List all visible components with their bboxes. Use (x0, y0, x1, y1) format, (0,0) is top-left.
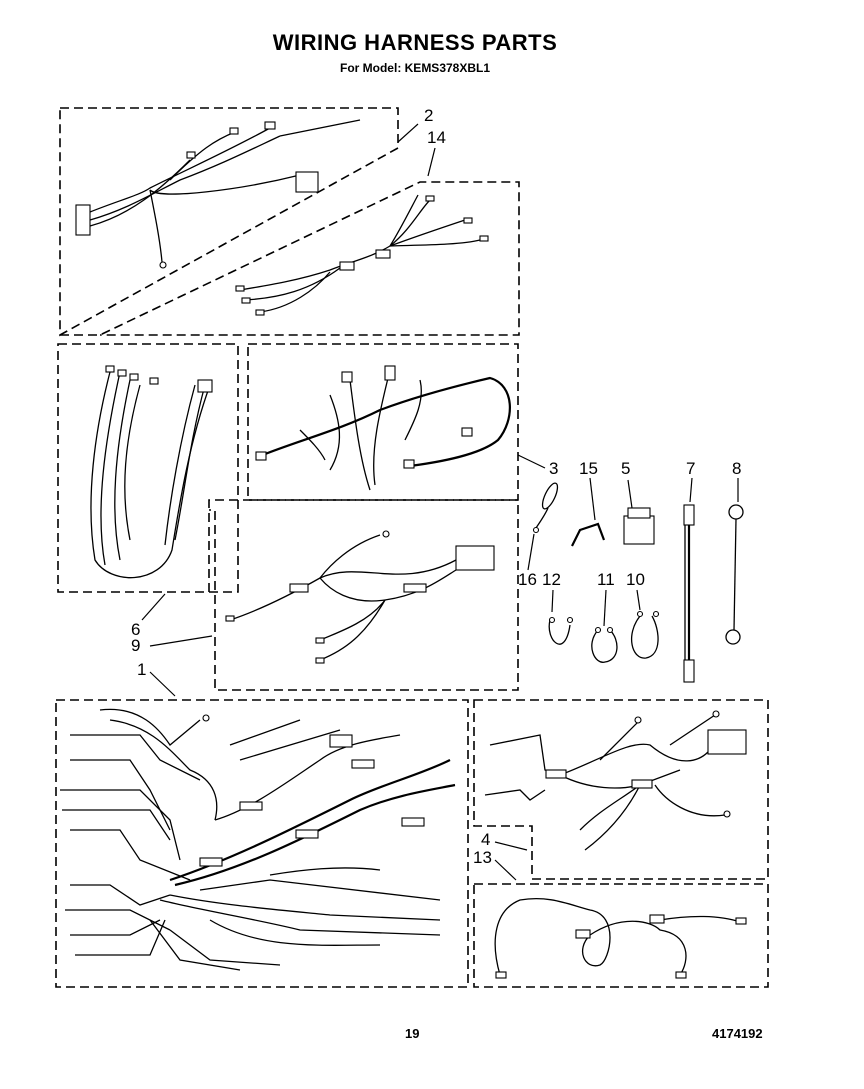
callout-9: 9 (131, 636, 141, 655)
callout-16: 16 (518, 570, 537, 589)
box-harness-13 (473, 883, 769, 988)
page-number: 19 (405, 1026, 420, 1041)
callout-4: 4 (481, 830, 491, 849)
box-harness-1 (55, 699, 469, 988)
harness-6-wires (90, 365, 213, 579)
callout-1: 1 (137, 660, 147, 679)
part-10 (631, 610, 660, 659)
callout-15: 15 (579, 459, 598, 478)
harness-14-wires (235, 194, 489, 316)
part-12 (548, 616, 574, 645)
part-8 (725, 504, 744, 645)
part-5 (623, 507, 655, 545)
box-harness-3 (247, 343, 519, 501)
callout-13: 13 (473, 848, 492, 867)
callout-2: 2 (424, 106, 434, 125)
callout-8: 8 (732, 459, 742, 478)
harness-2-wires (75, 119, 361, 269)
callout-3: 3 (549, 459, 559, 478)
callout-14: 14 (427, 128, 446, 147)
callout-leaders (141, 123, 739, 881)
harness-13-wires (494, 898, 747, 979)
harness-9-wires (225, 530, 495, 664)
page-title: WIRING HARNESS PARTS (272, 30, 558, 55)
box-harness-6 (57, 343, 239, 593)
callout-10: 10 (626, 570, 645, 589)
box-harness-2 (59, 107, 399, 337)
box-harness-14 (60, 181, 520, 336)
callout-12: 12 (542, 570, 561, 589)
part-16 (532, 482, 559, 534)
callout-6: 6 (131, 620, 141, 639)
model-subtitle: For Model: KEMS378XBL1 (339, 61, 491, 75)
part-15 (571, 522, 606, 547)
harness-3-wires (255, 365, 511, 491)
callout-11: 11 (597, 570, 615, 589)
part-7 (683, 504, 695, 683)
box-harness-4 (473, 699, 769, 880)
part-11 (591, 626, 618, 663)
box-harness-9 (208, 499, 519, 691)
harness-1-wires (60, 708, 456, 971)
callout-5: 5 (621, 459, 631, 478)
harness-4-wires (484, 710, 747, 851)
callout-7: 7 (686, 459, 696, 478)
document-number: 4174192 (712, 1026, 763, 1041)
